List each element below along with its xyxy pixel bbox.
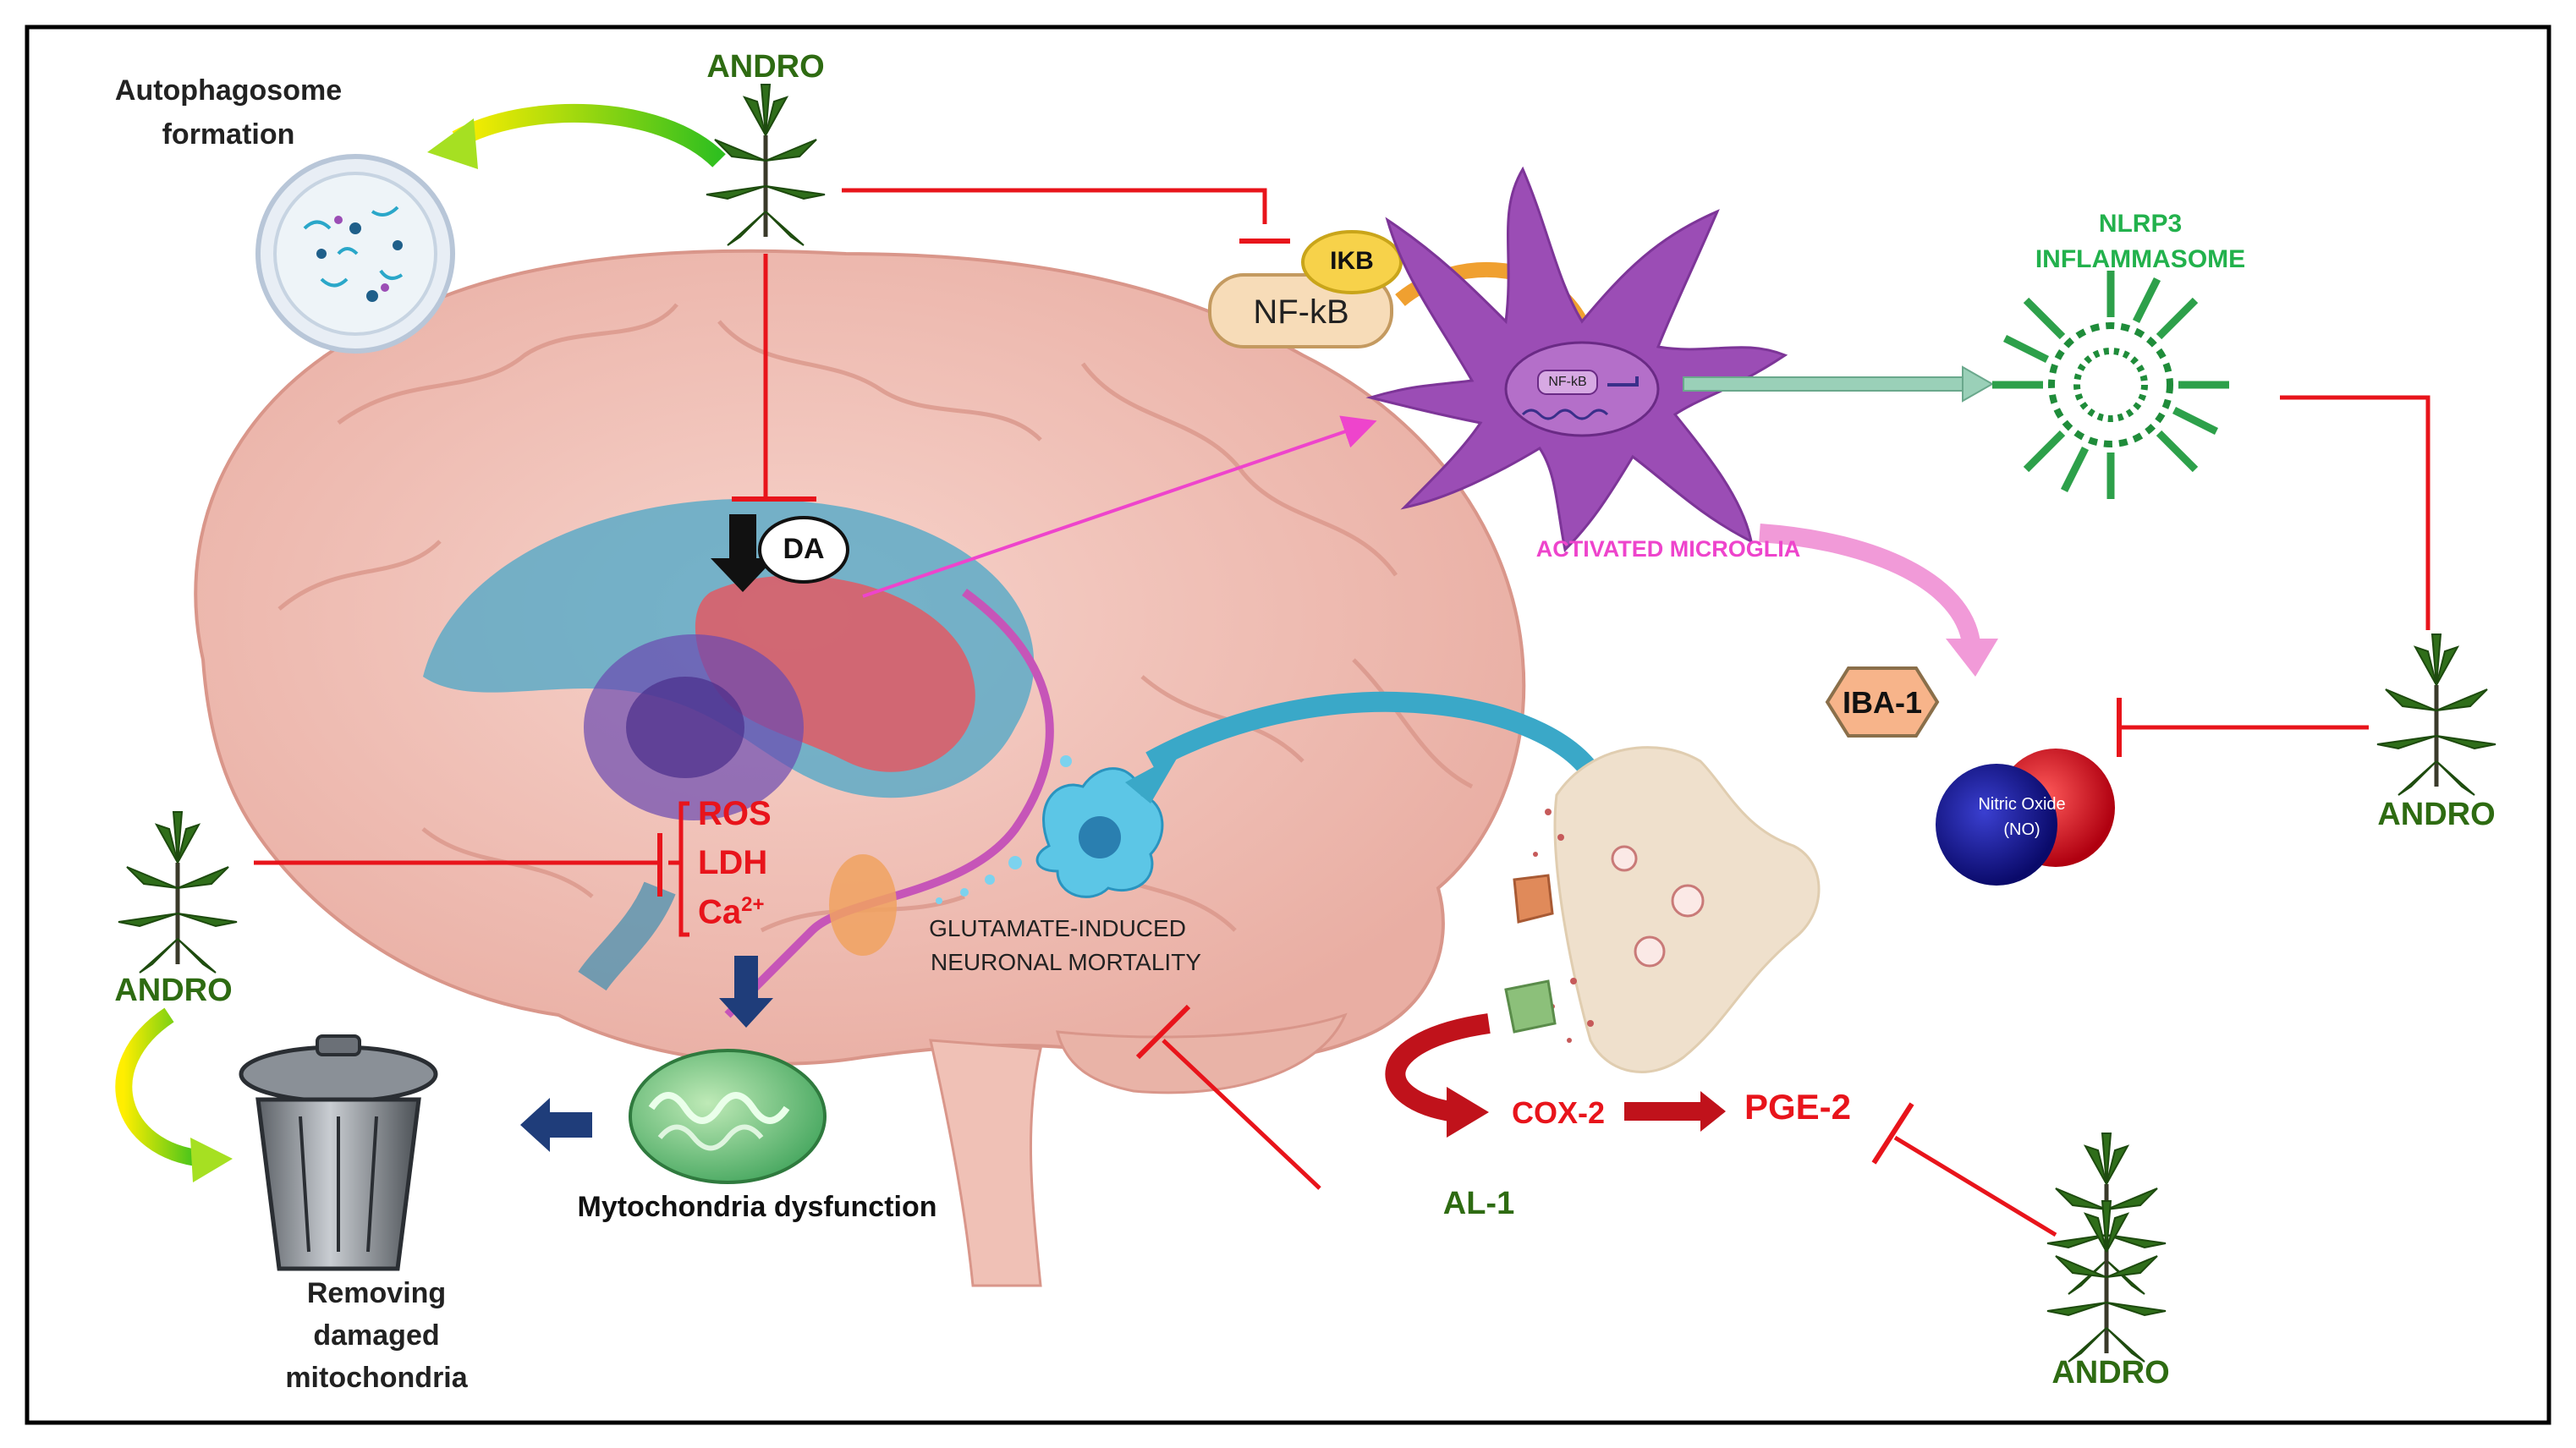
calcium-superscript: 2+: [741, 893, 765, 916]
microglia-to-nlrp3-arrow: [1683, 365, 1995, 403]
nlrp3-label-1: NLRP3: [2098, 210, 2183, 238]
mito-dysfunction-label: Mytochondria dysfunction: [577, 1191, 937, 1223]
ikb-label: IKB: [1330, 247, 1374, 275]
andro-label-right: ANDRO: [2377, 797, 2496, 832]
iba1-hexagon: [1825, 666, 1940, 738]
nfkb-label: NF-kB: [1253, 293, 1349, 331]
glutamate-label-1: GLUTAMATE-INDUCED: [929, 915, 1186, 941]
removing-label-2: damaged: [313, 1319, 440, 1352]
iba1-label: IBA-1: [1842, 685, 1923, 720]
cox2-curved-arrow: [1385, 1013, 1491, 1138]
synapse-illustration: [1504, 746, 1821, 1073]
andro-label-top: ANDRO: [706, 49, 825, 85]
pge2-label: PGE-2: [1744, 1087, 1852, 1127]
mitophagy-arrow: [115, 1007, 233, 1182]
brain-illustration: [194, 249, 1526, 1287]
activated-microglia-cell: [1365, 166, 1788, 553]
glutamate-neuron: [936, 755, 1164, 904]
dopamine-marker: [711, 514, 849, 592]
ros-bracket: [668, 801, 689, 937]
andro-plant-bottom: [2047, 1201, 2166, 1362]
activated-microglia-label: ACTIVATED MICROGLIA: [1535, 536, 1801, 562]
da-label: DA: [783, 533, 825, 565]
autophagy-arrow: [427, 103, 726, 169]
autophagosome-label-1: Autophagosome: [114, 74, 343, 107]
synapse-to-neuron-arrow: [1125, 691, 1609, 804]
autophagosome-illustration: [255, 154, 455, 354]
figure-border: [25, 25, 2551, 1425]
inhibition-lines: [254, 188, 2430, 1237]
removing-label-3: mitochondria: [285, 1362, 468, 1394]
ros-label: ROS: [698, 795, 772, 832]
andro-label-bottom: ANDRO: [2051, 1355, 2170, 1390]
calcium-label: Ca2+: [698, 893, 765, 931]
glutamate-label-2: NEURONAL MORTALITY: [931, 949, 1201, 975]
cox2-to-pge2-arrow: [1624, 1091, 1726, 1132]
andro-plant-right: [2377, 634, 2496, 795]
mitochondria-illustration: [629, 1049, 827, 1184]
striatum-to-microglia-arrow: [862, 415, 1377, 598]
andro-label-left: ANDRO: [114, 973, 233, 1008]
andro-plant-left: [118, 812, 237, 973]
nitric-oxide-label-1: Nitric Oxide: [1978, 795, 2066, 814]
nfkb-small-label: NF-kB: [1548, 375, 1587, 389]
microglia-to-iba1-arrow: [1759, 524, 1998, 677]
nitric-oxide-molecule: [1936, 749, 2115, 886]
ldh-label: LDH: [698, 844, 768, 881]
cox2-label: COX-2: [1511, 1095, 1606, 1130]
nlrp3-inflammasome: [1992, 271, 2229, 499]
nfkb-complex: [1208, 230, 1403, 348]
calcium-text: Ca: [698, 893, 742, 931]
mito-arrows: [520, 956, 773, 1152]
trash-can-illustration: [239, 1034, 438, 1271]
nlrp3-label-2: INFLAMMASOME: [2035, 245, 2246, 273]
nitric-oxide-label-2: (NO): [2003, 820, 2040, 839]
removing-label-1: Removing: [306, 1277, 447, 1309]
andro-plant-top: [706, 84, 826, 246]
al1-label: AL-1: [1442, 1186, 1515, 1221]
autophagosome-label-2: formation: [162, 118, 295, 151]
